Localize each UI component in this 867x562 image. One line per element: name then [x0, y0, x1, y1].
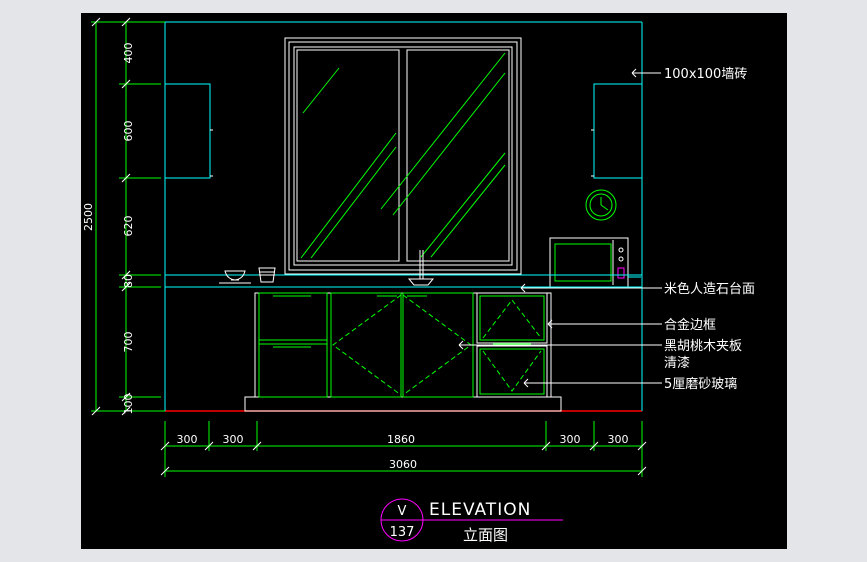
bubble-letter: V	[398, 504, 407, 519]
countertop	[164, 274, 643, 288]
annotation-walnut: 黑胡桃木夹板	[664, 339, 742, 354]
dim-h-300-c: 300	[560, 433, 581, 446]
horizontal-dimension-labels: 300 300 1860 300 300 3060	[177, 433, 629, 471]
window	[284, 37, 522, 275]
vertical-dimension-chain	[91, 17, 165, 416]
title-block: V 137 ELEVATION 立面图	[380, 498, 563, 544]
dim-h-total: 3060	[389, 458, 417, 471]
wall-clock-icon	[585, 189, 617, 221]
bubble-number: 137	[390, 525, 415, 540]
annotation-frosted-glass: 5厘磨砂玻璃	[664, 377, 737, 392]
annotation-alloy-frame: 合金边框	[664, 317, 716, 333]
dim-v-400: 400	[122, 43, 135, 64]
dim-h-1860: 1860	[387, 433, 415, 446]
base-cabinets	[164, 287, 643, 412]
drawing-title: ELEVATION	[429, 500, 531, 520]
annotation-countertop: 米色人造石台面	[664, 281, 755, 297]
horizontal-dimension-chain	[160, 421, 647, 477]
cup-icon	[258, 267, 276, 283]
dim-v-100: 100	[122, 394, 135, 415]
dim-v-600: 600	[122, 121, 135, 142]
wall-cabinet-left	[165, 83, 213, 179]
dim-v-620: 620	[122, 216, 135, 237]
dim-v-700: 700	[122, 332, 135, 353]
annotation-tile: 100x100墙砖	[664, 67, 747, 82]
faucet-icon	[407, 250, 435, 286]
dim-h-300-d: 300	[608, 433, 629, 446]
annotations: 100x100墙砖 米色人造石台面 合金边框 黑胡桃木夹板 清漆 5厘磨砂玻璃	[664, 67, 755, 392]
annotation-varnish: 清漆	[664, 355, 690, 371]
microwave	[549, 237, 641, 288]
cad-viewport[interactable]: 400 600 620 80 700 100 2500 300 300 1860…	[81, 13, 787, 549]
dim-v-80: 80	[122, 274, 135, 288]
dim-v-total: 2500	[82, 203, 95, 231]
vertical-dimension-labels: 400 600 620 80 700 100 2500	[82, 43, 135, 415]
dim-h-300-b: 300	[223, 433, 244, 446]
dim-h-300-a: 300	[177, 433, 198, 446]
elevation-drawing: 400 600 620 80 700 100 2500 300 300 1860…	[82, 17, 755, 544]
bowl-icon	[219, 270, 251, 284]
drawing-subtitle: 立面图	[463, 526, 508, 544]
leader-lines	[458, 68, 662, 388]
wall-cabinet-right	[591, 83, 642, 179]
